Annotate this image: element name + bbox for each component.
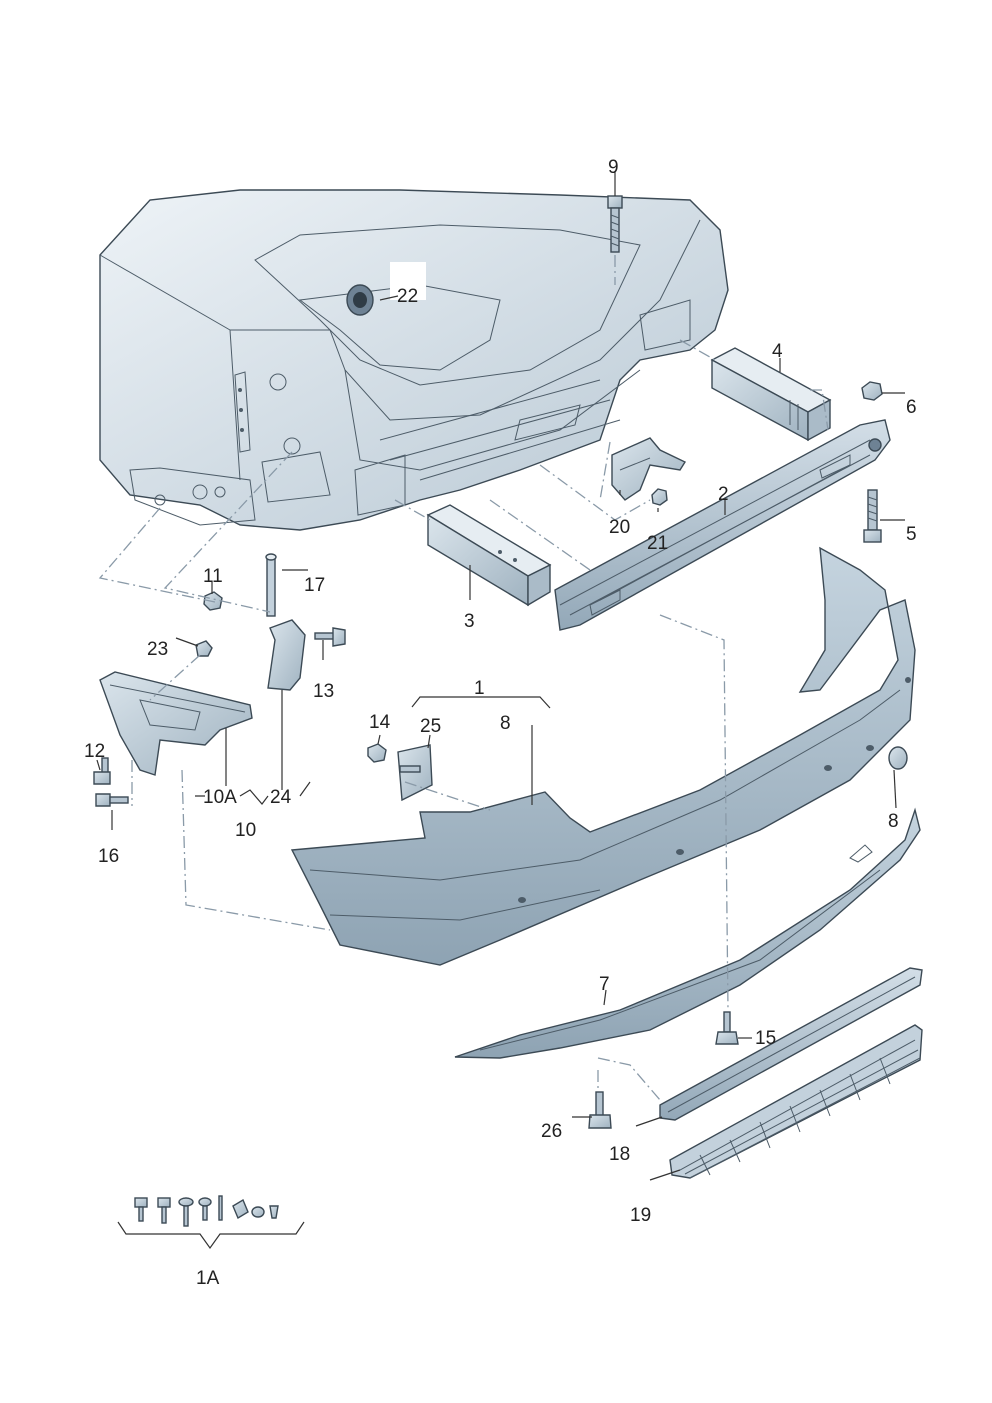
assembly-lines <box>98 255 829 1101</box>
label-5: 5 <box>906 524 917 545</box>
nut-part-6 <box>861 381 883 401</box>
screw-part-15 <box>715 1011 739 1045</box>
label-8-right: 8 <box>888 811 899 832</box>
leader-lines <box>96 172 905 1250</box>
label-13: 13 <box>313 681 334 702</box>
label-23: 23 <box>147 639 168 660</box>
label-22: 22 <box>397 286 418 307</box>
bolt-part-5 <box>863 489 882 543</box>
bracket-part-20 <box>611 437 687 501</box>
bumper-cover-part-8 <box>290 546 916 966</box>
bracket-plate-part-25 <box>397 744 433 802</box>
sensor-cap-part-8 <box>888 746 908 770</box>
label-11: 11 <box>203 566 223 587</box>
car-rear-body <box>99 189 729 531</box>
label-10: 10 <box>235 820 256 841</box>
pin-part-17 <box>265 553 277 617</box>
label-18: 18 <box>609 1144 630 1165</box>
label-25: 25 <box>420 716 441 737</box>
nut-part-14 <box>367 743 387 763</box>
grommet-part-22 <box>346 262 426 316</box>
nut-part-23 <box>195 640 213 657</box>
label-16: 16 <box>98 846 119 867</box>
screw-part-16 <box>95 793 129 807</box>
screw-part-12 <box>93 757 111 785</box>
label-12: 12 <box>84 741 105 762</box>
fastener-set-part-1A <box>134 1195 279 1227</box>
label-6: 6 <box>906 397 917 418</box>
impact-absorber-part-3 <box>426 504 552 607</box>
guide-bracket-part-10A <box>99 671 253 776</box>
label-19: 19 <box>630 1205 651 1226</box>
label-20: 20 <box>609 517 630 538</box>
label-21: 21 <box>647 533 668 554</box>
label-10A: 10A <box>203 787 237 808</box>
impact-absorber-part-4 <box>710 347 832 442</box>
bumper-reinforcement-part-2 <box>554 419 891 631</box>
screw-part-26 <box>588 1091 612 1129</box>
label-3: 3 <box>464 611 475 632</box>
label-1: 1 <box>474 678 485 699</box>
label-4: 4 <box>772 341 783 362</box>
label-17: 17 <box>304 575 325 596</box>
label-7: 7 <box>599 974 610 995</box>
part-labels: 1 1A 2 3 4 5 6 7 8 8 9 10 10A 11 12 13 1… <box>84 157 917 1289</box>
guide-part-24 <box>267 619 306 691</box>
label-1A: 1A <box>196 1268 220 1289</box>
nut-part-21 <box>651 488 668 506</box>
grille-part-19 <box>669 1024 923 1179</box>
label-24: 24 <box>270 787 292 808</box>
label-2: 2 <box>718 484 729 505</box>
screw-part-13 <box>314 627 346 647</box>
lower-trim-part-7 <box>454 807 921 1059</box>
bolt-part-9 <box>607 195 623 253</box>
label-14: 14 <box>369 712 391 733</box>
label-9: 9 <box>608 157 619 178</box>
label-8-upper: 8 <box>500 713 511 734</box>
label-15: 15 <box>755 1028 776 1049</box>
label-26: 26 <box>541 1121 562 1142</box>
